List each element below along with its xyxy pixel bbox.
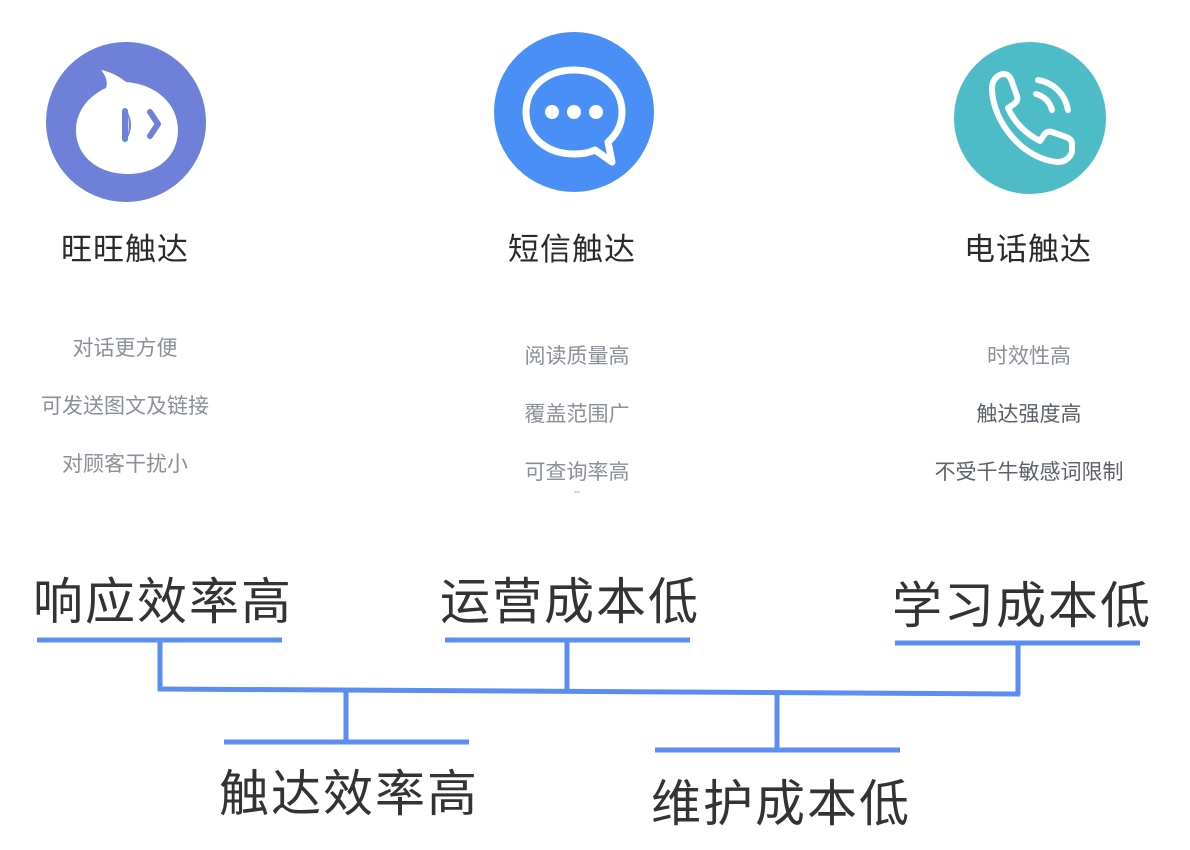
feature-sms-2: 覆盖范围广 xyxy=(524,402,630,426)
feature-sms-1: 阅读质量高 xyxy=(524,344,630,368)
sms-chat-bubble-icon xyxy=(494,32,654,192)
channel-title-sms: 短信触达 xyxy=(508,232,636,268)
main-axis-line xyxy=(157,686,1021,697)
wangwang-icon xyxy=(46,42,206,202)
feature-phone-2: 触达强度高 xyxy=(976,402,1082,426)
channel-title-phone: 电话触达 xyxy=(964,232,1092,268)
benefit-top-1: 响应效率高 xyxy=(33,573,293,631)
feature-sms-3: 可查询率高 xyxy=(524,460,630,484)
benefit-bottom-2: 维护成本低 xyxy=(651,775,911,833)
feature-wangwang-3: 对顾客干扰小 xyxy=(62,452,188,476)
benefit-top-2: 运营成本低 xyxy=(440,573,700,631)
feature-phone-3: 不受千牛敏感词限制 xyxy=(934,460,1124,484)
channel-title-wangwang: 旺旺触达 xyxy=(61,232,189,268)
feature-phone-1: 时效性高 xyxy=(987,344,1071,368)
benefit-top-3: 学习成本低 xyxy=(892,577,1152,635)
benefit-bottom-1: 触达效率高 xyxy=(219,765,479,823)
feature-wangwang-2: 可发送图文及链接 xyxy=(41,394,209,418)
phone-call-icon xyxy=(954,42,1106,194)
feature-wangwang-1: 对话更方便 xyxy=(72,336,178,360)
